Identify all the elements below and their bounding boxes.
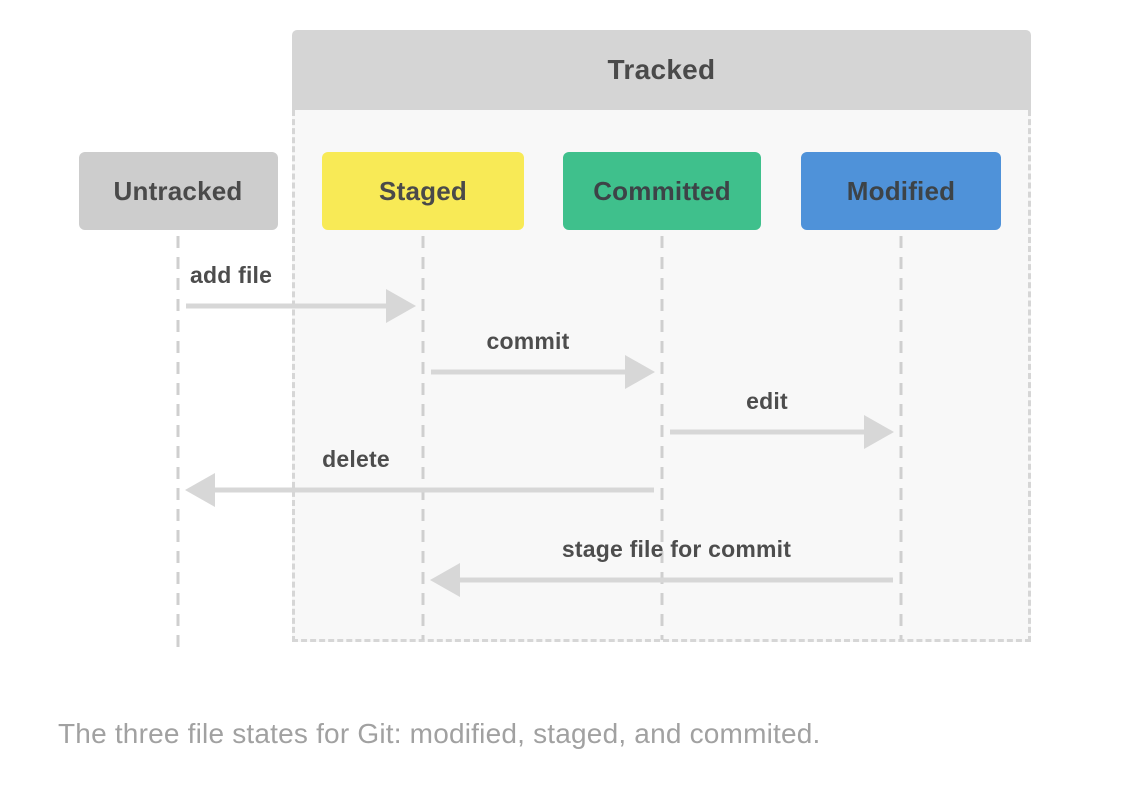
transition-label-commit: commit bbox=[486, 328, 570, 354]
transition-label-delete: delete bbox=[322, 446, 390, 472]
tracked-header: Tracked bbox=[292, 30, 1031, 110]
state-box-untracked: Untracked bbox=[78, 152, 278, 230]
transition-label-stage-file-for-commit: stage file for commit bbox=[561, 536, 792, 562]
state-box-staged: Staged bbox=[322, 152, 524, 230]
caption: The three file states for Git: modified,… bbox=[58, 718, 821, 749]
transition-label-edit: edit bbox=[746, 388, 788, 414]
transition-label-add-file: add file bbox=[190, 262, 273, 288]
arrow-head-committed-to-untracked bbox=[185, 473, 215, 507]
state-box-modified: Modified bbox=[801, 152, 1001, 230]
tracked-header-label: Tracked bbox=[607, 54, 716, 85]
state-box-committed: Committed bbox=[563, 152, 761, 230]
